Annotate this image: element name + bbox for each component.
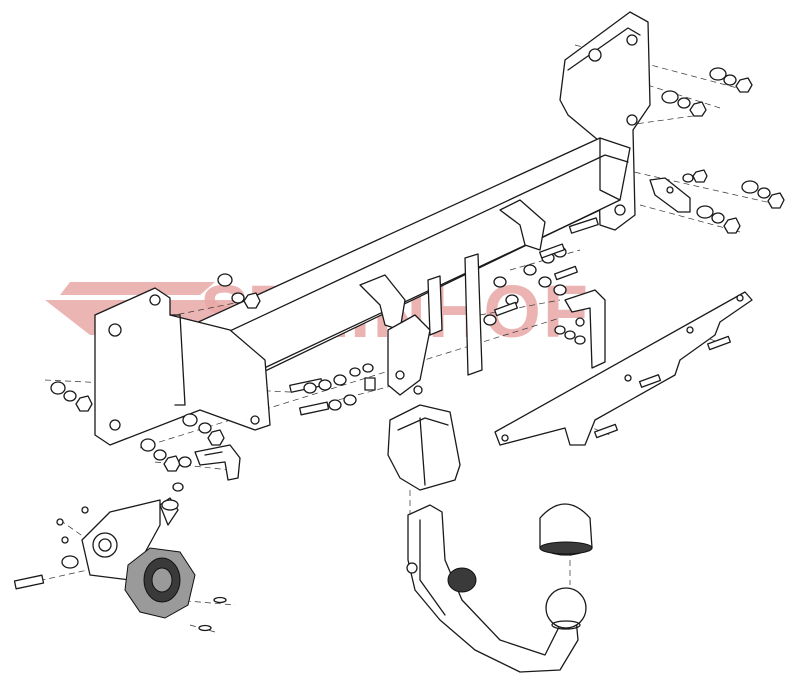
right-angle-bracket <box>564 289 606 369</box>
left-fixings <box>50 273 261 511</box>
electrical-socket <box>124 547 196 619</box>
right-top-fixings <box>661 67 785 234</box>
middle-left-fixings <box>289 363 376 416</box>
electrical-bracket-fixings <box>593 335 732 439</box>
right-mounting-plate <box>559 11 651 231</box>
center-vertical-brackets <box>387 253 483 396</box>
left-small-bracket <box>194 444 241 481</box>
electrical-support-bracket <box>494 291 753 446</box>
top-right-small-bracket <box>649 177 691 213</box>
watermark-swoosh-top <box>60 282 215 295</box>
center-fixings <box>483 217 599 345</box>
tow-ball-cover <box>539 503 593 556</box>
socket-fixings <box>13 506 227 632</box>
tow-ball <box>545 587 587 630</box>
left-mounting-plate <box>94 287 271 446</box>
towbar-receiver <box>387 404 461 491</box>
